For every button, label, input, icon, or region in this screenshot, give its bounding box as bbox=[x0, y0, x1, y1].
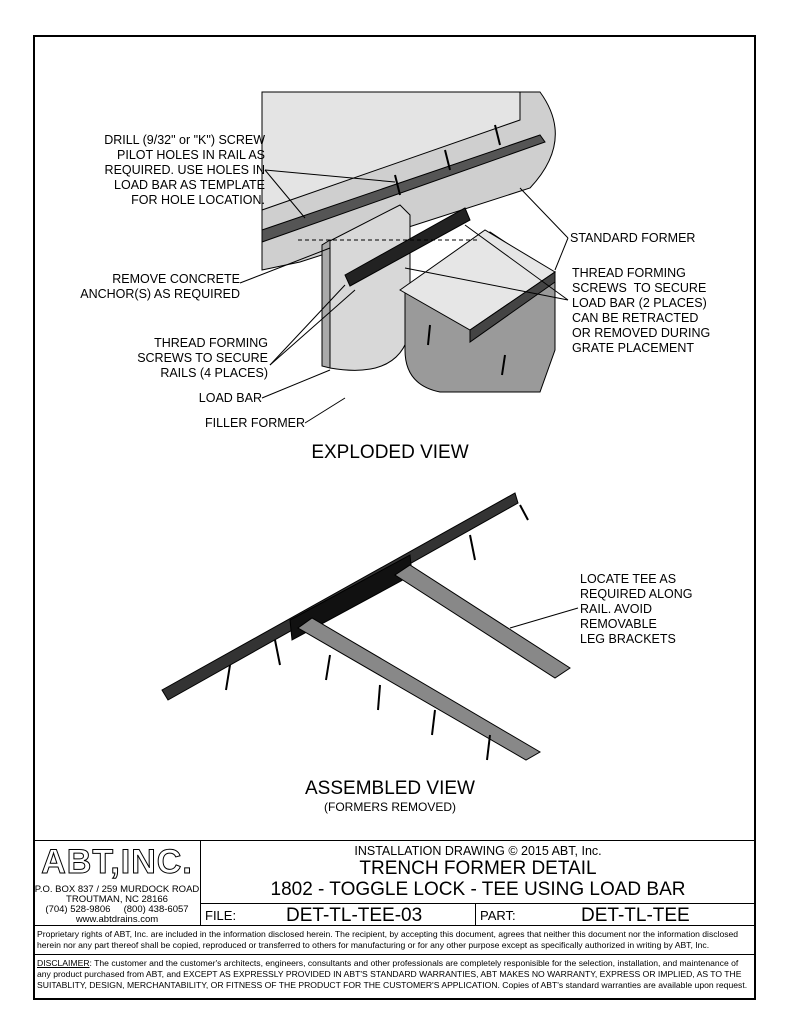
label-standard-former: STANDARD FORMER bbox=[570, 231, 696, 245]
label-thread-screws-rails: THREAD FORMING SCREWS TO SECURE RAILS (4… bbox=[137, 336, 268, 380]
phone-numbers: (704) 528-9806 (800) 438-6057 bbox=[45, 904, 189, 915]
address-line2: TROUTMAN, NC 28166 bbox=[66, 894, 168, 905]
label-thread-screws-load-bar: THREAD FORMING SCREWS TO SECURE LOAD BAR… bbox=[572, 266, 711, 355]
label-filler-former: FILLER FORMER bbox=[204, 416, 305, 430]
file-cell: FILE: DET-TL-TEE-03 bbox=[200, 903, 476, 926]
drawing-subtitle: 1802 - TOGGLE LOCK - TEE USING LOAD BAR bbox=[270, 879, 686, 900]
exploded-view-title: EXPLODED VIEW bbox=[311, 442, 469, 463]
standard-former bbox=[261, 91, 556, 271]
file-value: DET-TL-TEE-03 bbox=[286, 905, 423, 926]
assembled-view-title: ASSEMBLED VIEW bbox=[305, 778, 475, 799]
part-label: PART: bbox=[480, 908, 516, 923]
proprietary-notice: Proprietary rights of ABT, Inc. are incl… bbox=[33, 925, 756, 955]
leg-brackets bbox=[225, 124, 529, 761]
file-label: FILE: bbox=[205, 908, 237, 923]
disclaimer-box: DISCLAIMER: The customer and the custome… bbox=[33, 954, 756, 1000]
drawing-header: INSTALLATION DRAWING © 2015 ABT, Inc. bbox=[354, 844, 602, 858]
address-line1: P.O. BOX 837 / 259 MURDOCK ROAD bbox=[34, 884, 200, 895]
abt-logo: ABT,INC. bbox=[41, 843, 193, 882]
leader-lines bbox=[239, 169, 579, 629]
standard-former-front bbox=[399, 229, 556, 393]
disclaimer-text: : The customer and the customer's archit… bbox=[37, 958, 748, 990]
assembled-view-subtitle: (FORMERS REMOVED) bbox=[324, 800, 456, 814]
label-load-bar: LOAD BAR bbox=[198, 391, 262, 405]
logo-cell: ABT,INC. P.O. BOX 837 / 259 MURDOCK ROAD… bbox=[33, 840, 201, 926]
label-drill-pilot-holes: DRILL (9/32" or "K") SCREW PILOT HOLES I… bbox=[104, 133, 265, 207]
part-value: DET-TL-TEE bbox=[581, 905, 690, 926]
filler-former bbox=[321, 204, 411, 371]
title-cell: INSTALLATION DRAWING © 2015 ABT, Inc. TR… bbox=[200, 840, 756, 904]
assembled-rail bbox=[161, 492, 571, 761]
label-locate-tee: LOCATE TEE AS REQUIRED ALONG RAIL. AVOID… bbox=[580, 572, 693, 646]
label-remove-anchor: REMOVE CONCRETE ANCHOR(S) AS REQUIRED bbox=[80, 272, 240, 301]
load-bar bbox=[344, 207, 471, 287]
part-cell: PART: DET-TL-TEE bbox=[475, 903, 756, 926]
disclaimer-label: DISCLAIMER bbox=[37, 958, 90, 968]
website: www.abtdrains.com bbox=[75, 914, 159, 925]
drawing-title: TRENCH FORMER DETAIL bbox=[359, 858, 597, 879]
